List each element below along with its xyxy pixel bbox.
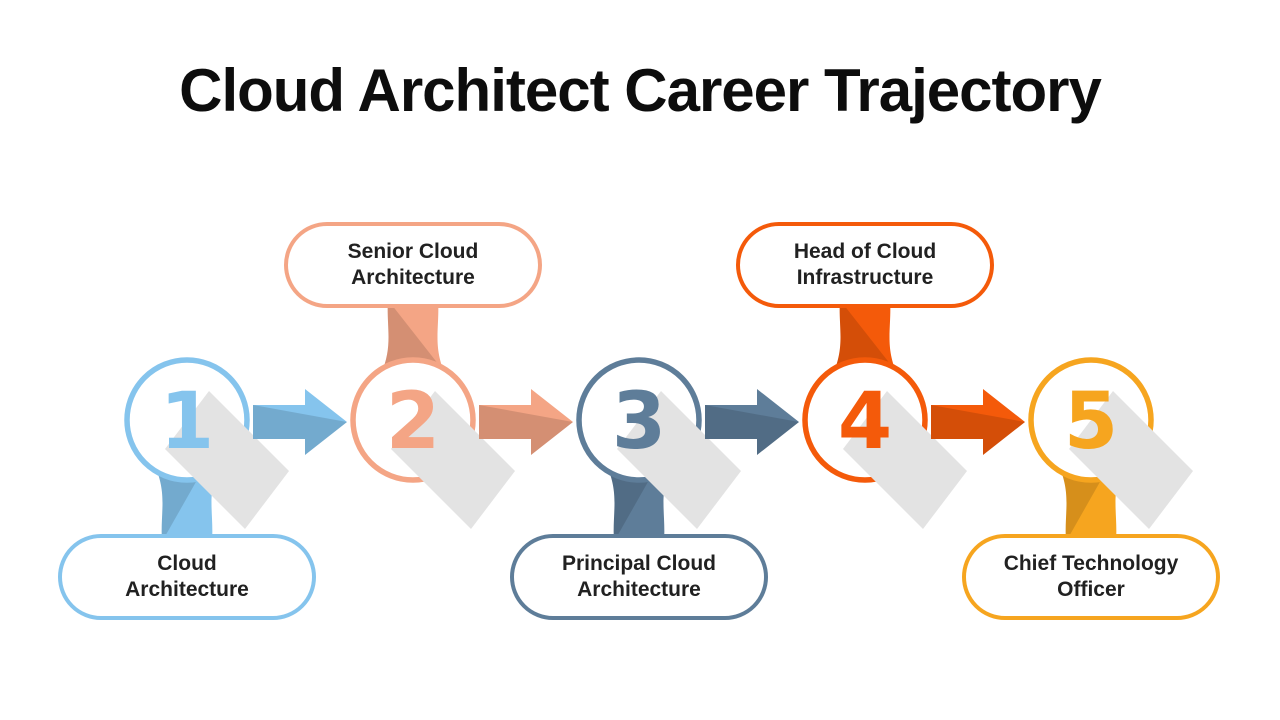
funnel-shade — [154, 466, 205, 540]
step-5-label-pill: Chief Technology Officer — [962, 534, 1220, 620]
step-label: Senior Cloud Architecture — [347, 240, 479, 289]
step-label: Principal Cloud Architecture — [561, 552, 716, 601]
arrow-body — [931, 389, 1025, 455]
step-number: 3 — [612, 377, 666, 467]
step-1-graphic: 1 — [124, 357, 289, 542]
funnel-connector — [832, 298, 898, 376]
arrow-right-icon — [705, 389, 799, 455]
funnel-shade — [606, 466, 657, 540]
arrow-right-icon — [479, 389, 573, 455]
number-long-shadow — [1069, 391, 1193, 529]
arrow-body — [253, 389, 347, 455]
number-long-shadow — [165, 391, 289, 529]
step-5-graphic: 5 — [1028, 357, 1193, 542]
step-3-graphic: 3 — [576, 357, 741, 542]
step-number: 1 — [160, 377, 214, 467]
step-number: 5 — [1064, 377, 1118, 467]
arrow-body — [479, 389, 573, 455]
step-label: Cloud Architecture — [125, 552, 249, 601]
step-2-label-pill: Senior Cloud Architecture — [284, 222, 542, 308]
step-4-graphic: 4 — [802, 298, 967, 529]
number-long-shadow — [843, 391, 967, 529]
number-long-shadow — [617, 391, 741, 529]
step-number: 2 — [386, 377, 440, 467]
step-label: Head of Cloud Infrastructure — [793, 240, 937, 289]
funnel-shade — [380, 300, 446, 374]
step-4-label-pill: Head of Cloud Infrastructure — [736, 222, 994, 308]
arrow-right-icon — [931, 389, 1025, 455]
funnel-shade — [832, 300, 898, 374]
arrow-body — [705, 389, 799, 455]
funnel-shade — [1058, 466, 1109, 540]
page-title: Cloud Architect Career Trajectory — [179, 57, 1102, 124]
step-1-label-pill: Cloud Architecture — [58, 534, 316, 620]
step-number: 4 — [838, 377, 892, 467]
arrow-right-icon — [253, 389, 347, 455]
step-2-graphic: 2 — [350, 298, 515, 529]
step-3-label-pill: Principal Cloud Architecture — [510, 534, 768, 620]
number-long-shadow — [391, 391, 515, 529]
step-label: Chief Technology Officer — [1003, 552, 1179, 601]
funnel-connector — [380, 298, 446, 376]
